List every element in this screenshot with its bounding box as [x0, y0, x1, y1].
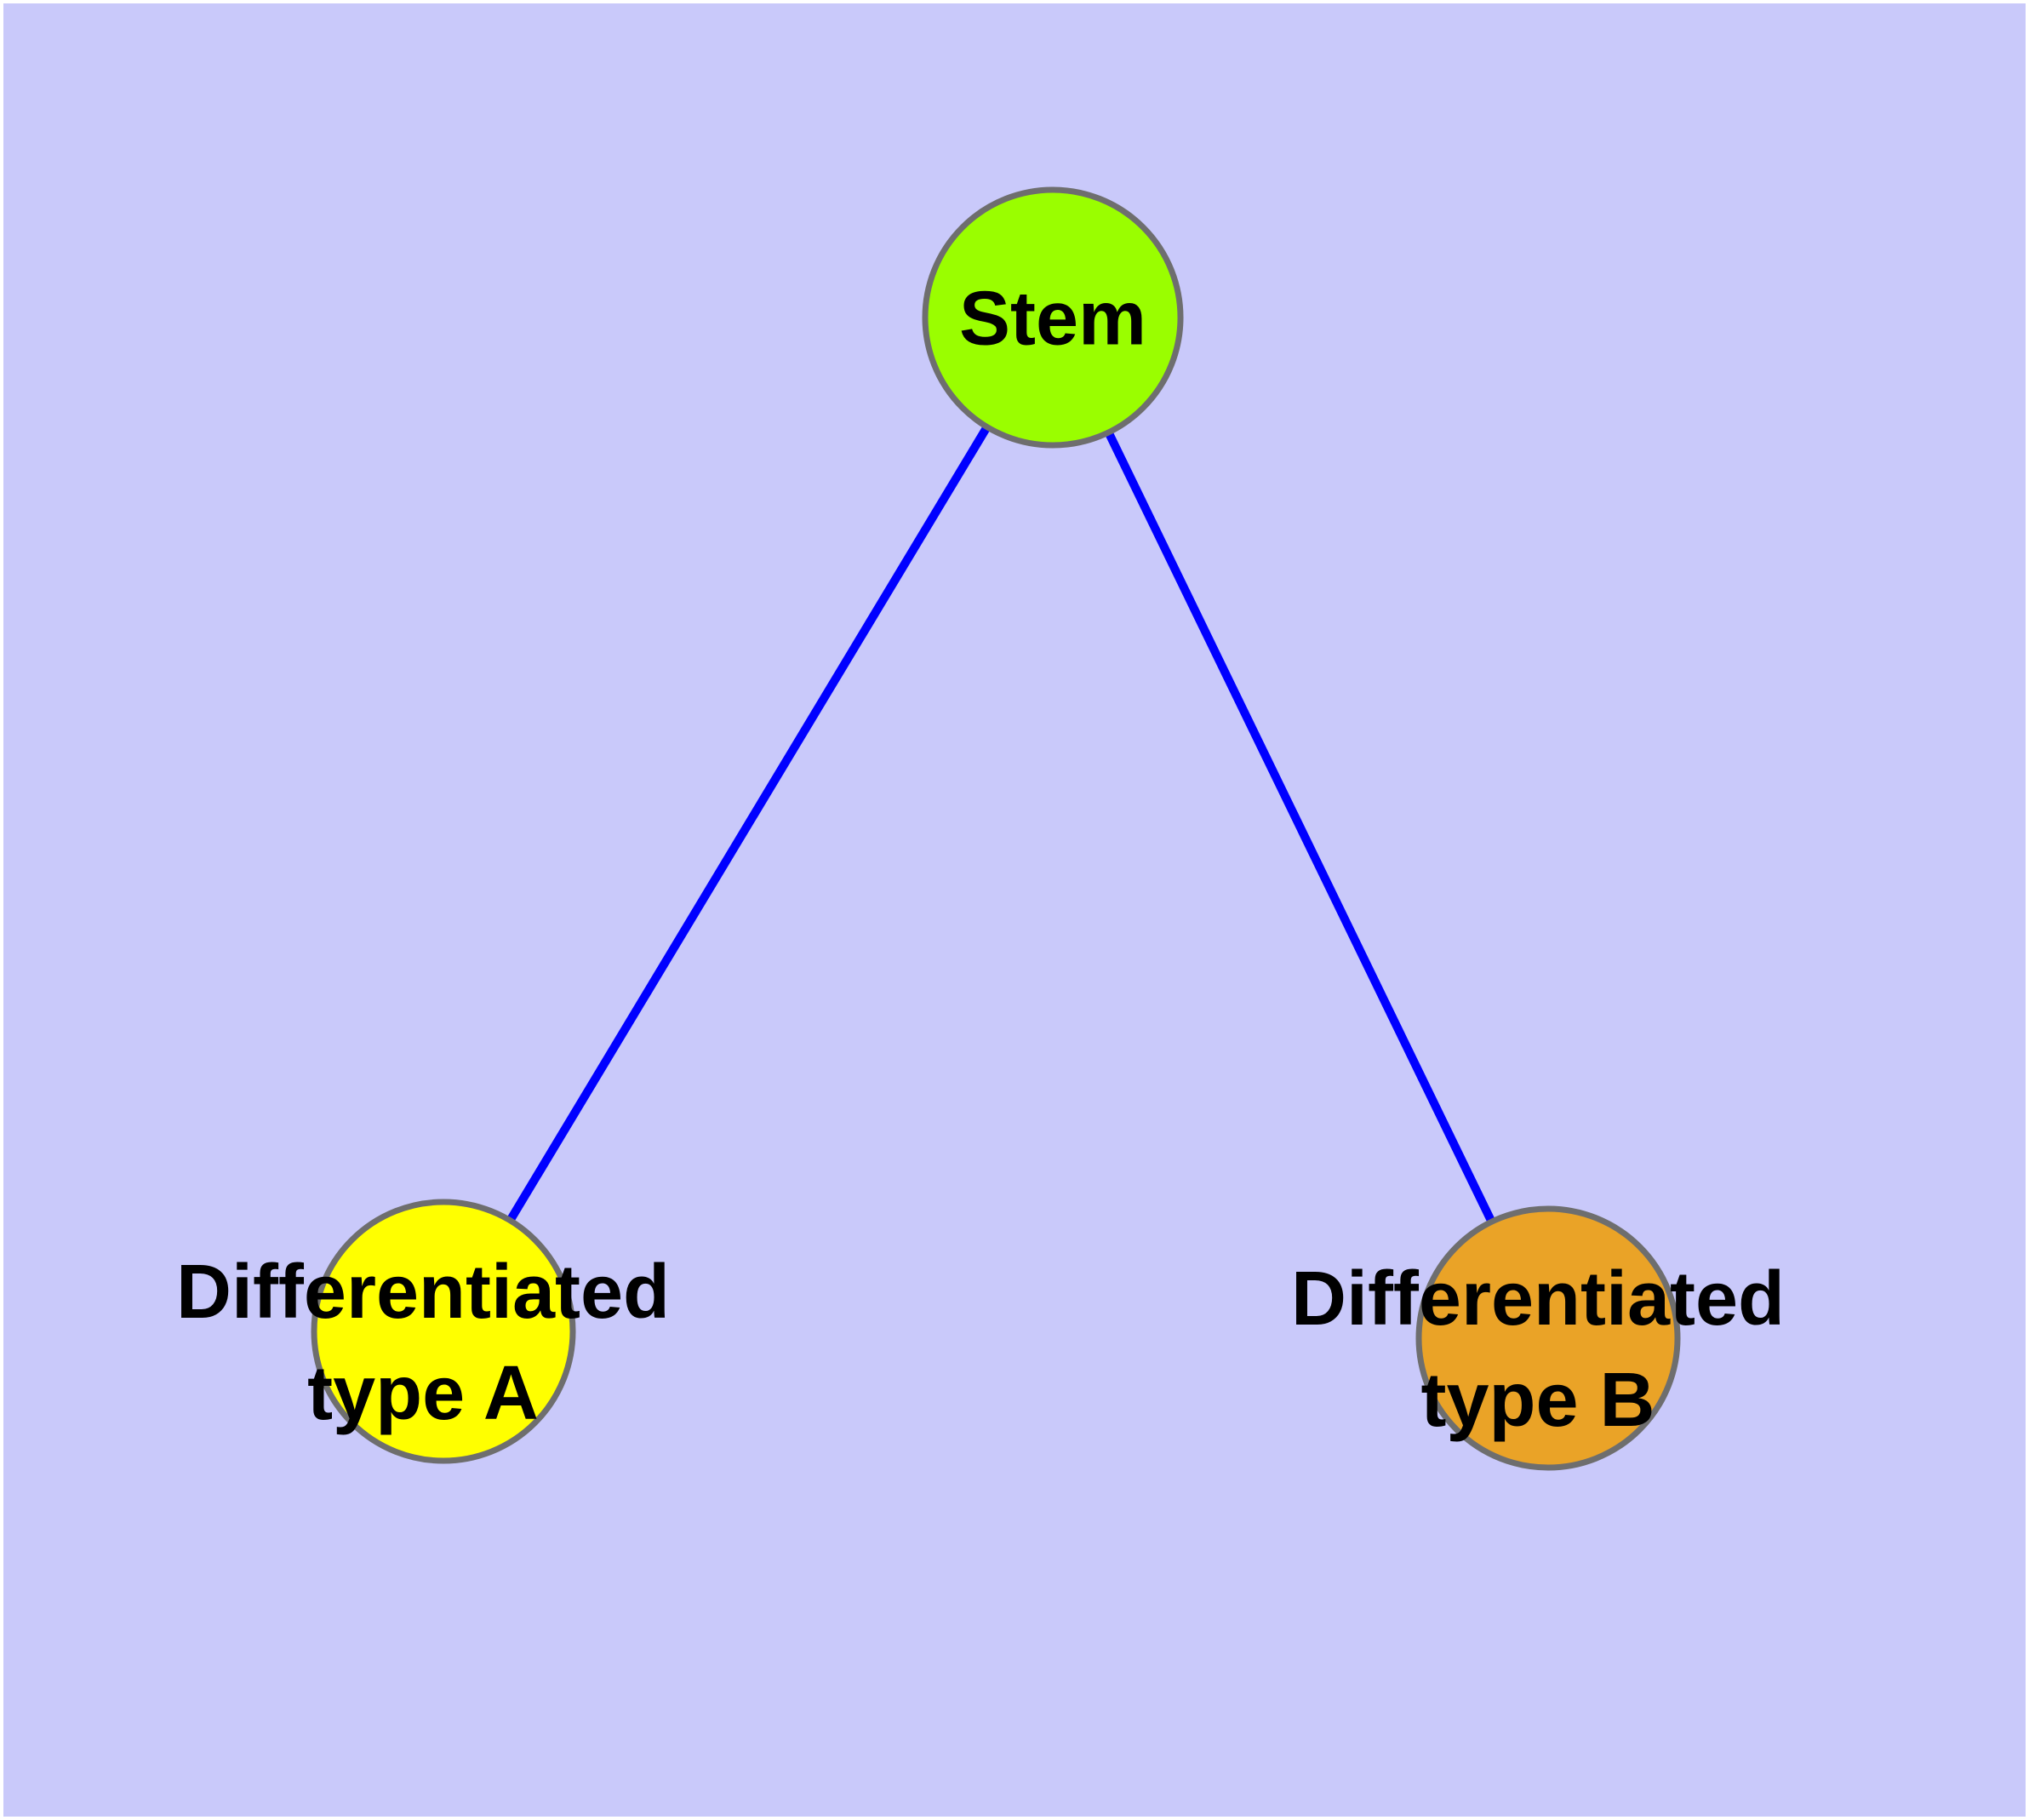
- node-circle-stem: [922, 186, 1184, 449]
- node-label-line: Differentiated: [1291, 1256, 1785, 1342]
- node-differentiated-type-b: Differentiated type B: [1291, 1205, 1785, 1471]
- node-label-differentiated-type-b: Differentiated type B: [1291, 1256, 1785, 1443]
- node-label-line: Stem: [959, 277, 1146, 362]
- node-label-differentiated-type-a: Differentiated type A: [176, 1250, 670, 1436]
- node-label-line: type B: [1420, 1358, 1655, 1443]
- node-circle-differentiated-type-a: [311, 1199, 576, 1464]
- node-differentiated-type-a: Differentiated type A: [176, 1199, 670, 1464]
- node-label-stem: Stem: [959, 277, 1146, 362]
- node-circle-differentiated-type-b: [1415, 1205, 1681, 1471]
- node-label-line: Differentiated: [176, 1250, 670, 1335]
- edge-stem-to-differentiated-type-b: [1049, 315, 1552, 1341]
- node-stem: Stem: [922, 186, 1184, 449]
- node-label-line: type A: [307, 1351, 539, 1436]
- edge-stem-to-differentiated-type-a: [439, 315, 1057, 1334]
